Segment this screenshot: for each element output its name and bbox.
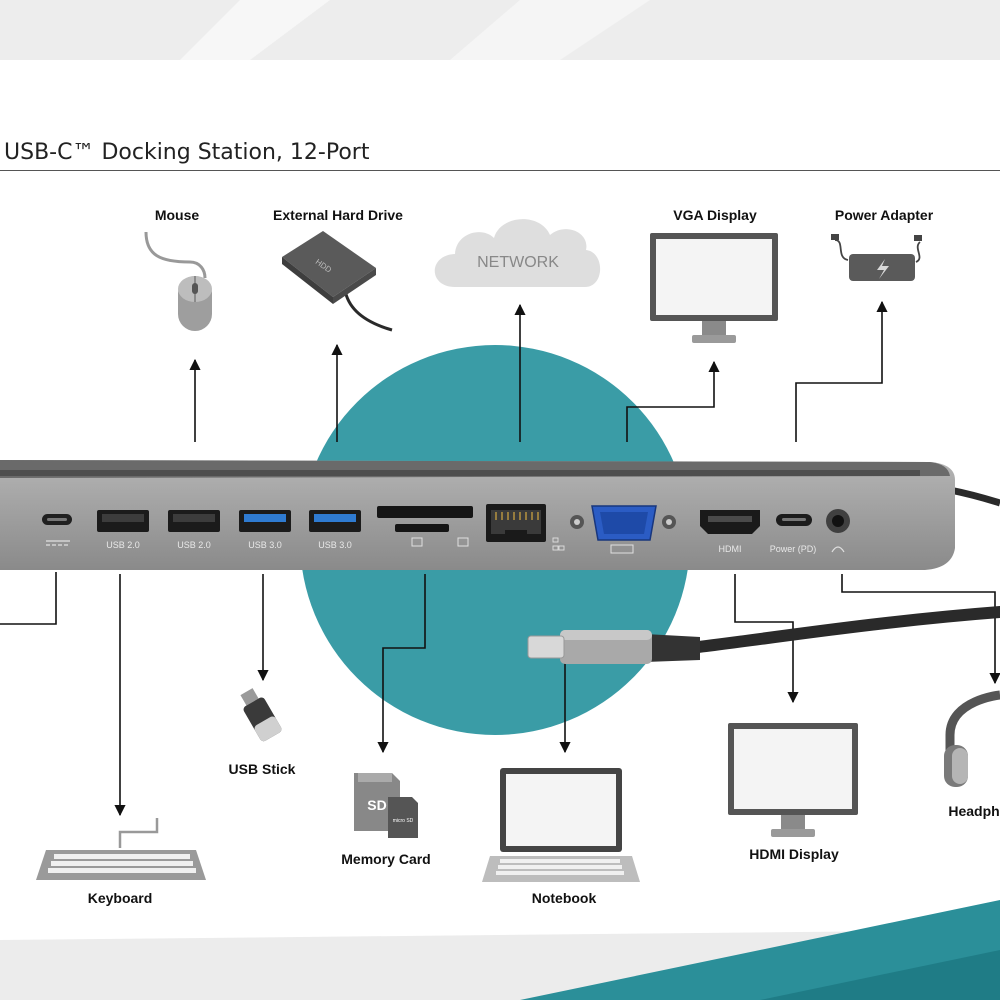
hard-drive-icon: HDD <box>282 231 393 332</box>
vga-arrow <box>626 360 720 442</box>
usbc-line <box>0 572 57 625</box>
hdmi-display-icon <box>728 723 858 837</box>
usb3-port-a <box>239 510 291 532</box>
headphones-label: Headph <box>948 803 1000 819</box>
usb2-port-a <box>97 510 149 532</box>
hdmi-display-label: HDMI Display <box>749 846 839 862</box>
mouse-icon <box>144 231 212 331</box>
usb-stick-label: USB Stick <box>228 761 296 777</box>
usb3-label-b: USB 3.0 <box>318 540 352 550</box>
network-cloud-icon: NETWORK <box>434 219 601 287</box>
usb2-label-a: USB 2.0 <box>106 540 140 550</box>
ethernet-port <box>486 504 565 551</box>
usb3-port-b <box>309 510 361 532</box>
vga-display-label: VGA Display <box>673 207 757 223</box>
vga-display-icon <box>650 233 778 343</box>
page-title: USB-C™ Docking Station, 12-Port <box>4 140 370 165</box>
power-pd-label: Power (PD) <box>770 544 817 554</box>
memory-card-icon: SD micro SD <box>354 773 418 838</box>
keyboard-label: Keyboard <box>87 890 153 906</box>
usbc-port <box>42 514 72 546</box>
power-arrow <box>795 300 888 442</box>
network-label: NETWORK <box>477 254 559 271</box>
notebook-label: Notebook <box>531 890 597 906</box>
headphones-arrow <box>841 574 1000 685</box>
power-adapter-label: Power Adapter <box>834 207 934 223</box>
power-pd-port <box>776 514 812 526</box>
power-adapter-icon <box>831 234 922 281</box>
usb2-label-b: USB 2.0 <box>177 540 211 550</box>
mouse-label: Mouse <box>154 207 200 223</box>
hard-drive-label: External Hard Drive <box>273 207 403 223</box>
audio-jack <box>826 509 850 553</box>
hdmi-arrow <box>734 574 799 704</box>
hdmi-label: HDMI <box>719 544 742 554</box>
sd-text: SD <box>367 797 386 813</box>
dock-cable <box>949 486 1000 507</box>
vga-port <box>570 505 676 554</box>
docking-station: USB 2.0 USB 2.0 USB 3.0 USB 3.0 <box>0 460 955 570</box>
usbc-cable <box>527 606 1000 664</box>
memory-card-label: Memory Card <box>341 851 431 867</box>
connection-lines <box>0 300 1000 817</box>
usb3-label-a: USB 3.0 <box>248 540 282 550</box>
hdmi-port <box>700 510 760 534</box>
keyboard-icon <box>36 818 206 880</box>
title-rule <box>0 170 1000 171</box>
notebook-icon <box>482 768 640 882</box>
microsd-text: micro SD <box>393 818 414 824</box>
card-reader-slots <box>377 506 473 547</box>
memory-card-arrow <box>377 574 426 754</box>
headphones-icon <box>944 690 1000 787</box>
usb-stick-icon <box>240 688 282 742</box>
usb2-port-b <box>168 510 220 532</box>
